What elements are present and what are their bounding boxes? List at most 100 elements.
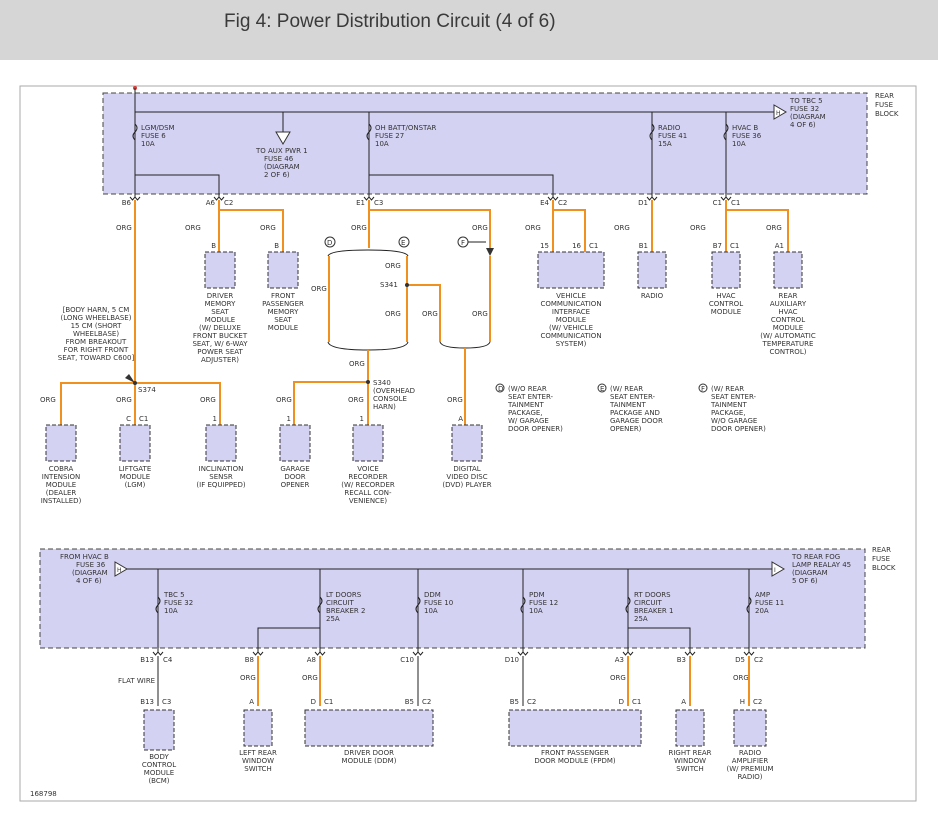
svg-text:LAMP REALAY 45: LAMP REALAY 45	[792, 561, 851, 569]
module-box	[451, 424, 483, 462]
svg-text:(OVERHEAD: (OVERHEAD	[373, 387, 415, 395]
module-label: DOOR	[284, 473, 305, 481]
to-tbc5-arrow	[773, 104, 787, 120]
harness-note-text: (LONG WHEELBASE)	[61, 314, 132, 322]
wire-color-label: ORG	[116, 224, 132, 232]
module-label: MODULE	[773, 324, 803, 332]
module-label: INCLINATION	[199, 465, 244, 473]
module-label: SENSR	[209, 473, 233, 481]
connector-symbol	[743, 651, 755, 656]
svg-text:(DIAGRAM: (DIAGRAM	[792, 569, 828, 577]
svg-text:REAR: REAR	[872, 546, 891, 554]
svg-text:(DIAGRAM: (DIAGRAM	[72, 569, 108, 577]
module-label: DRIVER	[207, 292, 234, 300]
module-label: BODY	[149, 753, 169, 761]
module-label: COBRA	[49, 465, 74, 473]
wire-color-label: ORG	[385, 310, 401, 318]
module-box	[205, 424, 237, 462]
module-box	[143, 709, 175, 751]
bottom-fuse-label: 10A	[164, 607, 178, 615]
bottom-fuse-label: BREAKER 1	[634, 607, 673, 615]
splice-s374: S374	[138, 386, 156, 394]
pin-label: A1	[775, 242, 784, 250]
module-label: (W/ PREMIUM	[726, 765, 773, 773]
module-label: CONTROL)	[770, 348, 807, 356]
module-label: SWITCH	[676, 765, 703, 773]
module-box	[243, 709, 273, 747]
wire-color-label: ORG	[240, 674, 256, 682]
option-note-text: GARAGE DOOR	[610, 417, 663, 425]
module-label: (W/ DELUXE	[199, 324, 241, 332]
svg-text:BLOCK: BLOCK	[872, 564, 896, 572]
module-label: (W/ RECORDER	[341, 481, 395, 489]
bottom-fuse-label: FUSE 12	[529, 599, 558, 607]
wire-color-label: ORG	[472, 310, 488, 318]
option-letter: F	[701, 385, 705, 393]
module-label: MODULE	[556, 316, 586, 324]
module-label: VIDEO DISC	[446, 473, 487, 481]
wire-color-label: ORG	[472, 224, 488, 232]
module-label: OPENER	[281, 481, 310, 489]
module-label: HVAC	[716, 292, 735, 300]
module-label: TEMPERATURE	[762, 340, 814, 348]
pin-label: B7	[713, 242, 722, 250]
module-label: INTERFACE	[552, 308, 590, 316]
option-note-text: (W/O REAR	[508, 385, 547, 393]
module-box	[508, 709, 642, 747]
splice-s340: S340 (OVERHEAD CONSOLE HARN)	[373, 379, 415, 411]
connector-symbol	[129, 196, 141, 201]
option-d-marker	[495, 383, 505, 393]
connector-label: C2	[527, 698, 536, 706]
option-note-text: SEAT ENTER-	[610, 393, 656, 401]
pin-label: B5	[405, 698, 414, 706]
aux-pwr-arrow	[275, 131, 291, 145]
top-fuse-label: RADIO	[658, 124, 681, 132]
option-note-text: TAINMENT	[609, 401, 647, 409]
module-box	[637, 251, 667, 289]
module-label: CONTROL	[709, 300, 743, 308]
wire-color-label: ORG	[351, 224, 367, 232]
wire-color-label: ORG	[116, 396, 132, 404]
option-bracket-top	[327, 249, 409, 257]
pin-label: B8	[245, 656, 254, 664]
figure-id: 168798	[30, 790, 57, 798]
option-f-marker	[698, 383, 708, 393]
top-fuse-label: 15A	[658, 140, 672, 148]
module-label: (DEALER	[46, 489, 77, 497]
module-box	[773, 251, 803, 289]
harness-note-text: [BODY HARN, 5 CM	[63, 306, 130, 314]
wire-type-label: FLAT WIRE	[118, 677, 155, 685]
connector-label: C2	[558, 199, 567, 207]
connector-label: C4	[163, 656, 173, 664]
pin-label: A8	[307, 656, 316, 664]
top-fuse-label: FUSE 41	[658, 132, 687, 140]
wire-color-label: ORG	[614, 224, 630, 232]
pin-label: B3	[677, 656, 686, 664]
module-label: SEAT	[274, 316, 292, 324]
module-label: REAR	[779, 292, 798, 300]
harness-note-text: 15 CM (SHORT	[71, 322, 123, 330]
module-label: INSTALLED)	[41, 497, 82, 505]
module-label: LIFTGATE	[119, 465, 152, 473]
bottom-fuse-label: RT DOORS	[634, 591, 671, 599]
module-label: (BCM)	[148, 777, 169, 785]
bottom-fuse-label: 10A	[529, 607, 543, 615]
pin-label: D	[311, 698, 316, 706]
wire-color-label: ORG	[311, 285, 327, 293]
option-letter: D	[498, 385, 503, 393]
svg-text:4 OF 6): 4 OF 6)	[790, 121, 816, 129]
connector-symbol	[314, 651, 326, 656]
pin-label: E1	[356, 199, 365, 207]
module-box	[675, 709, 705, 747]
wire-color-label: ORG	[348, 396, 364, 404]
option-e-marker	[398, 236, 410, 248]
module-label: PASSENGER	[262, 300, 304, 308]
module-label: CONTROL	[771, 316, 805, 324]
module-label: (LGM)	[125, 481, 146, 489]
module-label: MODULE	[120, 473, 150, 481]
module-box	[267, 251, 299, 289]
module-label: ADJUSTER)	[201, 356, 239, 364]
module-label: MODULE (DDM)	[342, 757, 397, 765]
